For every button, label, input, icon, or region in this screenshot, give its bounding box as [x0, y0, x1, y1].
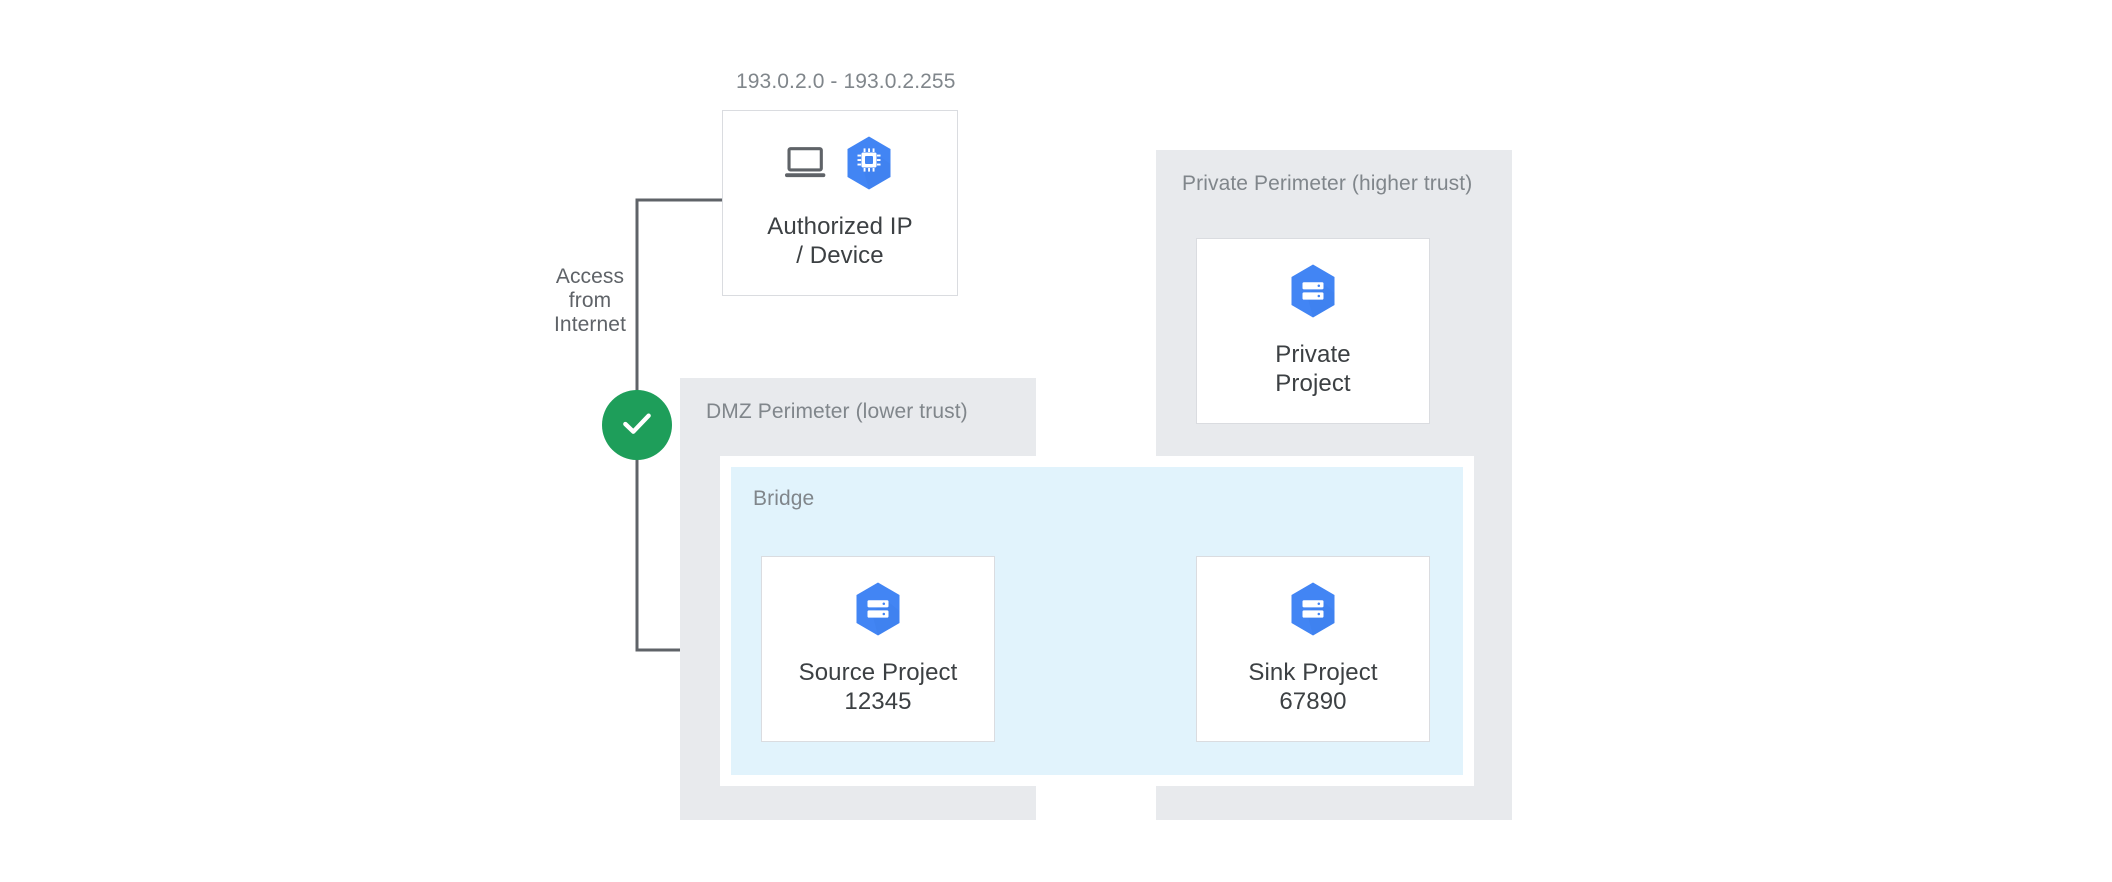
card-icon-group [1285, 264, 1341, 322]
project-icon [1285, 262, 1341, 325]
project-icon [850, 580, 906, 643]
card-title: Source Project 12345 [798, 659, 958, 715]
project-icon [1285, 580, 1341, 643]
card-icon-group [1285, 582, 1341, 640]
access-from-internet-caption: Access from Internet [553, 265, 626, 336]
card-icon-group [785, 136, 895, 194]
access-allowed-badge [602, 390, 672, 460]
card-private-project[interactable]: Private Project [1196, 238, 1430, 424]
card-title: Sink Project 67890 [1248, 659, 1378, 715]
perimeter-private-label: Private Perimeter (higher trust) [1182, 172, 1473, 195]
card-authorized-device[interactable]: Authorized IP / Device [722, 110, 958, 296]
check-icon [617, 403, 657, 448]
compute-chip-icon [843, 134, 895, 197]
card-title: Private Project [1275, 341, 1351, 397]
perimeter-dmz-label: DMZ Perimeter (lower trust) [706, 400, 968, 423]
ip-range-caption: 193.0.2.0 - 193.0.2.255 [736, 70, 956, 93]
card-sink-project[interactable]: Sink Project 67890 [1196, 556, 1430, 742]
card-source-project[interactable]: Source Project 12345 [761, 556, 995, 742]
laptop-icon [785, 146, 829, 185]
card-title: Authorized IP / Device [767, 213, 913, 269]
card-icon-group [850, 582, 906, 640]
bridge-label: Bridge [753, 487, 815, 510]
